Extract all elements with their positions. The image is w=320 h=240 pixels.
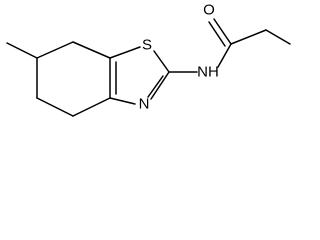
bond-carbonyl-o-double — [208, 21, 226, 47]
sulfur-atom-label: S — [142, 37, 152, 54]
carbonyl-oxygen-atom-label: O — [203, 2, 215, 19]
bond-s-c2 — [153, 50, 170, 73]
bond-c2-n3-double — [147, 75, 164, 98]
bond-n3-c3a — [109, 97, 136, 105]
bond-c7a-s — [109, 46, 141, 59]
bond-c4-c3a — [72, 97, 111, 117]
bond-carbonyl-o — [213, 18, 232, 45]
bond-c2-n3 — [150, 71, 170, 100]
bond-c6-c7 — [36, 41, 74, 59]
bond-methyl — [6, 42, 38, 59]
ring-nitrogen-atom-label: N — [139, 96, 150, 113]
bond-nh-carbonyl — [217, 43, 232, 68]
bond-carbonyl-ch2 — [230, 29, 267, 45]
bond-c7-c7a — [72, 41, 111, 59]
bonds — [6, 18, 291, 117]
amide-nh-label: NH — [197, 64, 219, 81]
atom-labels: S N NH O — [139, 2, 219, 113]
bond-c5-c4 — [36, 97, 74, 117]
bond-ch2-ch3 — [265, 29, 291, 45]
molecule-structure-diagram: S N NH O — [6, 2, 291, 117]
